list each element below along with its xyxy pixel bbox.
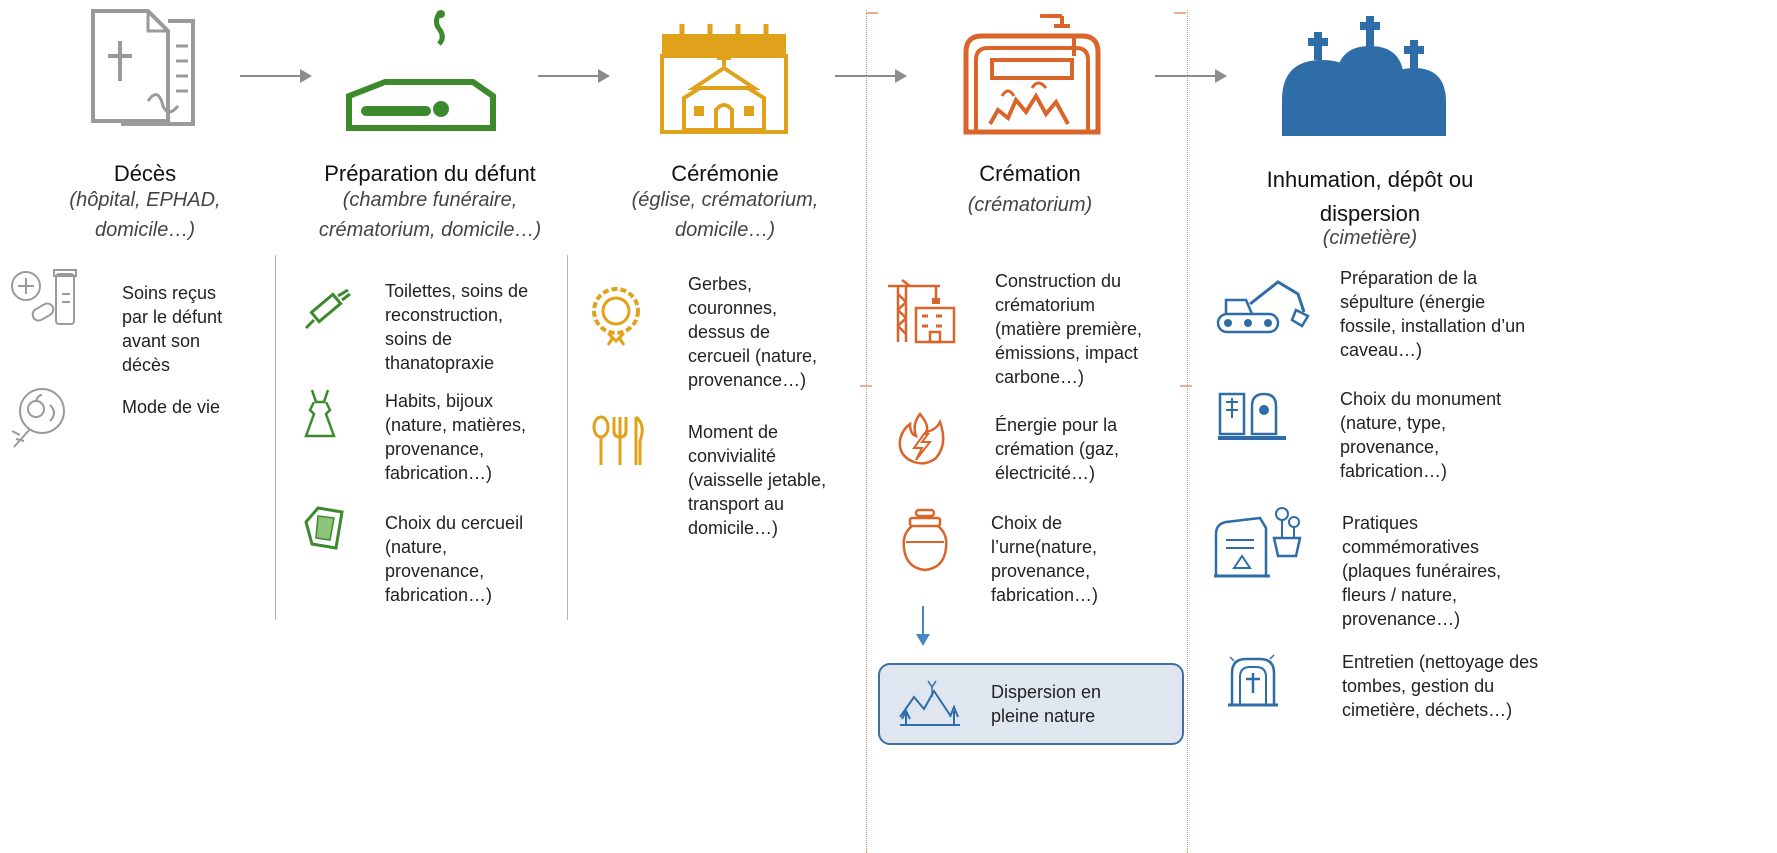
stage-subtitle-ceremonie: (église, crématorium,domicile…) xyxy=(631,189,819,241)
stage-title-deces: Décès xyxy=(113,161,177,186)
urn-icon xyxy=(902,508,948,572)
stage-subtitle-deces: (hôpital, EPHAD,domicile…) xyxy=(69,189,221,241)
stage-subtitle-inhumation: (cimetière) xyxy=(1322,227,1418,249)
graves-icon xyxy=(1282,16,1446,136)
column-separator xyxy=(275,255,276,620)
document-cross-icon xyxy=(91,9,195,126)
stage-title-cremation: Crémation xyxy=(979,161,1081,186)
stage-title-preparation: Préparation du défunt xyxy=(324,161,536,186)
nature-landscape-icon xyxy=(899,680,960,726)
monument-icon xyxy=(1218,392,1286,440)
cremation-section-frame xyxy=(866,10,1188,853)
body-on-table-icon xyxy=(346,10,496,131)
flame-bolt-icon xyxy=(898,412,945,465)
stage-subtitle-preparation: (chambre funéraire,crématorium, domicile… xyxy=(318,189,542,241)
medical-care-icon xyxy=(11,269,77,325)
cremation-oven-icon xyxy=(963,14,1101,135)
dispersion-box xyxy=(878,663,1184,745)
dress-icon xyxy=(304,389,336,438)
wreath-icon xyxy=(592,287,640,346)
flow-arrow-3 xyxy=(835,69,907,83)
frame-tick xyxy=(866,12,878,14)
frame-tick xyxy=(1180,385,1192,387)
item-habits-bijoux: Habits, bijoux(nature, matières, provena… xyxy=(385,391,527,483)
syringe-icon xyxy=(304,288,351,330)
flow-arrow-4 xyxy=(1155,69,1227,83)
excavator-icon xyxy=(1216,280,1310,334)
cutlery-icon xyxy=(592,415,644,465)
church-calendar-icon xyxy=(660,24,788,134)
stage-subtitle-cremation: (crématorium) xyxy=(967,194,1093,216)
crane-building-icon xyxy=(888,279,956,344)
lifestyle-icon xyxy=(11,388,65,448)
item-choix-monument: Choix du monument(nature, type, provenan… xyxy=(1340,389,1502,481)
plaque-flowers-icon xyxy=(1214,507,1302,578)
frame-tick xyxy=(1174,12,1186,14)
frame-tick xyxy=(860,385,872,387)
tombstone-icon xyxy=(1228,654,1278,707)
flow-arrow-2 xyxy=(538,69,610,83)
column-separator xyxy=(567,255,568,620)
flow-arrow-1 xyxy=(240,69,312,83)
coffin-icon xyxy=(304,506,344,550)
item-choix-cercueil: Choix du cercueil(nature, provenance,fab… xyxy=(385,513,524,605)
stage-title-ceremonie: Cérémonie xyxy=(671,161,779,186)
down-arrow xyxy=(916,606,930,646)
item-mode-de-vie: Mode de vie xyxy=(122,397,221,417)
